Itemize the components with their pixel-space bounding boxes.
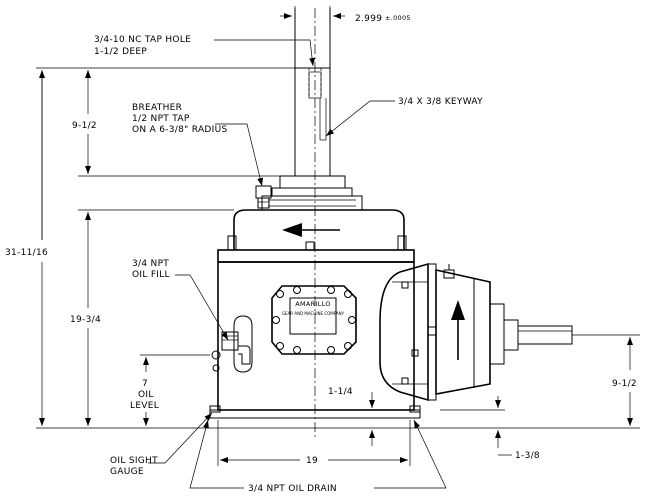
oil-level-label-3: LEVEL	[130, 401, 159, 411]
tap-hole-label-1: 3/4-10 NC TAP HOLE	[94, 35, 191, 45]
shaft-height-label: 9-1/2	[72, 121, 97, 131]
nameplate-title: AMARILLO	[295, 300, 330, 308]
oil-fill-label-1: 3/4 NPT	[132, 259, 169, 269]
breather-label-3: ON A 6-3/8" RADIUS	[132, 125, 227, 135]
gear-cover	[227, 209, 410, 251]
oil-drain-label: 3/4 NPT OIL DRAIN	[248, 484, 337, 494]
oil-level-label-1: 7	[142, 379, 148, 389]
oil-fill-plug	[221, 315, 253, 373]
breather-label-1: BREATHER	[132, 103, 182, 113]
shaft-tolerance-label: ±.0005	[385, 14, 411, 22]
overall-height-label: 31-11/16	[5, 248, 48, 258]
dimension-shaft-diameter	[280, 6, 345, 22]
tap-hole-label-2: 1-1/2 DEEP	[94, 47, 147, 57]
shaft-diameter-label: 2.999	[355, 14, 382, 24]
shaft-collar	[261, 175, 363, 211]
inspection-cover	[271, 285, 357, 355]
housing-height-label: 19-3/4	[70, 315, 101, 325]
breather-label-2: 1/2 NPT TAP	[132, 114, 190, 124]
breather-fitting	[255, 185, 272, 209]
foot-offset-label: 1-1/4	[328, 387, 353, 397]
keyway-label: 3/4 X 3/8 KEYWAY	[398, 97, 483, 107]
sight-gauge-label-1: OIL SIGHT	[110, 456, 158, 466]
oil-level-label-2: OIL	[138, 390, 154, 400]
input-offset-label: 1-3/8	[515, 451, 540, 461]
base-width-label: 19	[306, 456, 318, 466]
nameplate-subtitle: GEAR AND MACHINE COMPANY	[282, 311, 345, 316]
input-housing	[379, 262, 573, 402]
output-shaft	[294, 8, 331, 440]
input-height-label: 9-1/2	[612, 379, 637, 389]
sight-gauge-label-2: GAUGE	[110, 467, 144, 477]
oil-fill-label-2: OIL FILL	[132, 270, 170, 280]
